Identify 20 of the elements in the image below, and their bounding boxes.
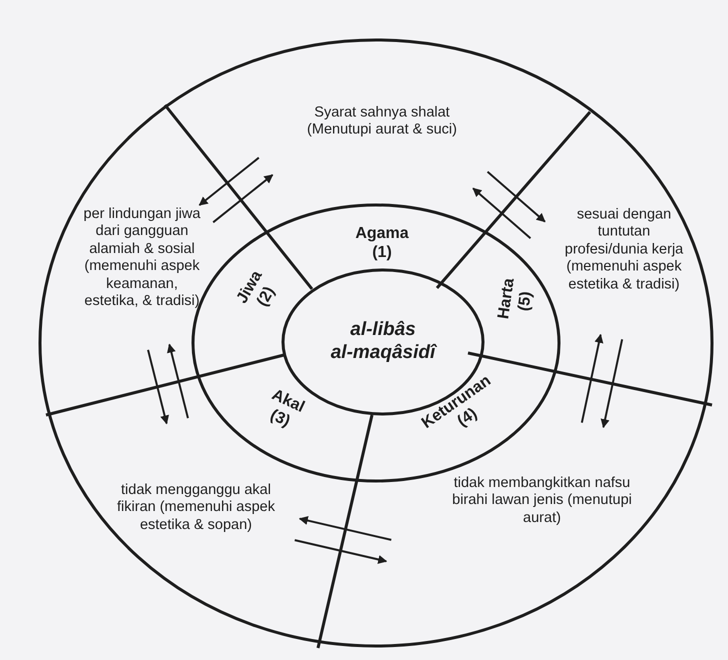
center-title: al-maqâsidî xyxy=(330,342,438,365)
sector-description: Syarat sahnya shalat xyxy=(313,104,451,122)
arrow xyxy=(147,350,169,424)
arrow xyxy=(600,339,624,428)
arrow xyxy=(294,539,388,564)
sector-description: per lindungan jiwa dari gangguan alamiah & sosial (memenuhi aspek keamanan, estetika, & tradisi) xyxy=(82,206,202,310)
arrow xyxy=(472,188,532,239)
sector-description: sesuai dengan tuntutan profesi/dunia kerja (memenuhi aspek estetika & tradisi) xyxy=(564,206,684,294)
sector-label: Agama xyxy=(354,224,410,243)
arrow xyxy=(167,344,189,418)
arrow xyxy=(212,174,274,224)
sector-description: tidak mengganggu akal fikiran (memenuhi aspek estetika & sopan) xyxy=(116,482,276,534)
sector-description: tidak membangkitkan nafsu birahi lawan jenis (menutupi aurat) xyxy=(451,474,633,528)
arrow xyxy=(298,516,392,541)
center-title: al-libâs xyxy=(349,319,417,342)
arrow xyxy=(486,171,546,222)
arrow xyxy=(198,156,260,206)
arrow xyxy=(580,334,604,423)
sector-label: (1) xyxy=(371,243,393,262)
sector-description: (Menutupi aurat & suci) xyxy=(306,122,458,140)
